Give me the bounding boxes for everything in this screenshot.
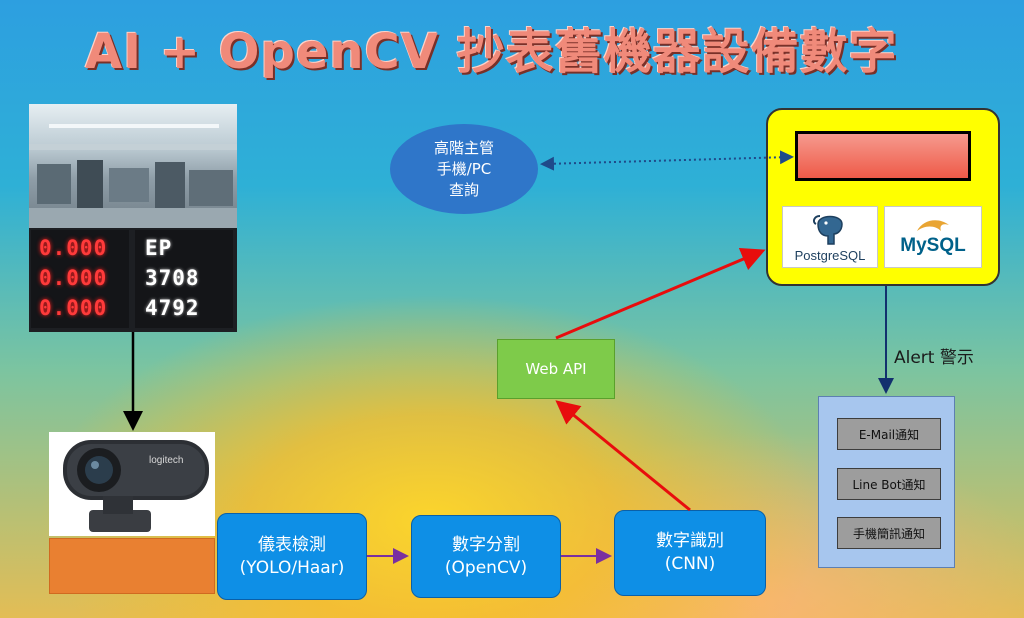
meter-detection-box: 儀表檢測 (YOLO/Haar) (217, 513, 367, 600)
linebot-notify-button: Line Bot通知 (837, 468, 941, 500)
step-method: (OpenCV) (444, 557, 528, 578)
dolphin-icon (917, 220, 949, 231)
meter-reading: 0.000 (39, 266, 108, 290)
meter-reading: 4792 (145, 296, 200, 320)
meter-photo: 0.000 0.000 0.000 EP 3708 4792 (29, 228, 237, 332)
meter-panel-left: 0.000 0.000 0.000 (31, 230, 129, 328)
page-title: AI + OpenCV 抄表舊機器設備數字 (85, 24, 898, 80)
webcam-image: logitech (49, 432, 215, 536)
query-database-link (540, 150, 794, 171)
database-header-bar (795, 131, 971, 181)
elephant-icon (812, 215, 843, 245)
email-notify-button: E-Mail通知 (837, 418, 941, 450)
webcam-icon: logitech (63, 440, 209, 532)
webapi-to-database-arrow (555, 247, 766, 340)
web-api-box: Web API (497, 339, 615, 399)
mysql-text: MySQL (900, 235, 966, 256)
step-title: 儀表檢測 (258, 534, 326, 555)
webcam-brand: logitech (149, 455, 183, 466)
recognize-to-webapi-arrow (555, 400, 691, 512)
sms-notify-button: 手機簡訊通知 (837, 517, 941, 549)
digit-segmentation-box: 數字分割 (OpenCV) (411, 515, 561, 598)
camera-label-box (49, 538, 215, 594)
step-title: 數字識別 (656, 531, 724, 552)
step-method: (YOLO/Haar) (239, 557, 345, 578)
postgresql-logo: PostgreSQL (782, 206, 878, 268)
meter-prefix: EP (145, 236, 173, 260)
factory-photo (29, 104, 237, 228)
executive-query-node: 高階主管 手機/PC 查詢 (390, 124, 538, 214)
meter-reading: 0.000 (39, 236, 108, 260)
query-line-3: 查詢 (448, 180, 479, 199)
meter-reading: 0.000 (39, 296, 108, 320)
meter-panel-right: EP 3708 4792 (135, 230, 233, 328)
mysql-logo: MySQL (884, 206, 982, 268)
digit-recognition-box: 數字識別 (CNN) (614, 510, 766, 596)
postgresql-text: PostgreSQL (794, 248, 866, 263)
step-method: (CNN) (664, 554, 716, 574)
query-line-1: 高階主管 (433, 138, 494, 157)
alert-label: Alert 警示 (894, 348, 974, 368)
step-title: 數字分割 (452, 534, 520, 555)
meter-reading: 3708 (145, 266, 200, 290)
query-line-2: 手機/PC (436, 159, 492, 178)
